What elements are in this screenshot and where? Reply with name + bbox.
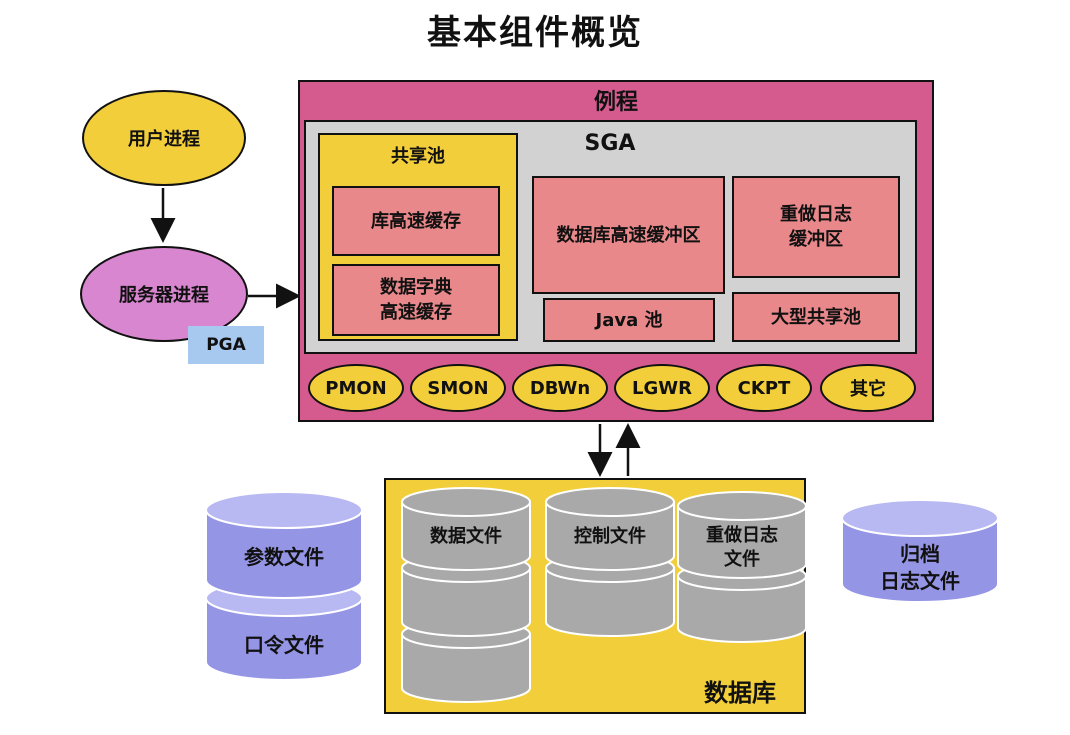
process-lgwr: LGWR (614, 364, 710, 412)
process-other: 其它 (820, 364, 916, 412)
pga-label: PGA (206, 335, 246, 355)
archived-log-cylinder-body (841, 517, 999, 603)
control-file-cylinder-1-top (545, 487, 675, 517)
redo-log-files-cylinder-stack (677, 491, 807, 643)
user-process: 用户进程 (82, 90, 246, 186)
data-file-cylinder-1-top (401, 487, 531, 517)
shared-pool-label: 共享池 (391, 146, 445, 167)
data-files-label: 数据文件 (430, 526, 502, 547)
dictionary-cache-label-line1: 数据字典 (380, 277, 452, 298)
library-cache-label: 库高速缓存 (371, 210, 461, 232)
redo-log-files-label: 重做日志 文件 (678, 522, 806, 574)
process-smon-label: SMON (427, 377, 489, 399)
process-other-label: 其它 (850, 379, 886, 400)
redo-log-buffer-label-line2: 缓冲区 (789, 229, 843, 250)
parameter-file-label: 参数文件 (244, 545, 324, 569)
control-file-cylinder-2 (545, 567, 675, 637)
server-process-label: 服务器进程 (119, 285, 209, 306)
dictionary-cache-label-line2: 高速缓存 (380, 302, 452, 323)
data-files-cylinder-stack (401, 487, 531, 703)
large-pool-box: 大型共享池 (732, 292, 900, 342)
java-pool-box: Java 池 (543, 298, 715, 342)
parameter-file-cylinder-top (205, 491, 363, 529)
process-pmon: PMON (308, 364, 404, 412)
instance-label: 例程 (593, 90, 638, 115)
process-smon: SMON (410, 364, 506, 412)
user-process-label: 用户进程 (128, 129, 200, 150)
redo-log-buffer-box: 重做日志 缓冲区 (732, 176, 900, 278)
library-cache-box: 库高速缓存 (332, 186, 500, 256)
param-password-cylinder-stack (205, 491, 363, 681)
process-lgwr-label: LGWR (632, 377, 692, 399)
archived-log-cylinder (841, 499, 999, 603)
data-file-cylinder-3 (401, 633, 531, 703)
archived-log-files-label-line1: 归档 (900, 542, 940, 566)
server-process: 服务器进程 (80, 246, 248, 342)
archived-log-files-label-line2: 日志文件 (880, 569, 960, 593)
process-ckpt: CKPT (716, 364, 812, 412)
redo-log-file-cylinder-1-top (677, 491, 807, 521)
pga-box: PGA (188, 326, 264, 364)
large-pool-label: 大型共享池 (771, 306, 861, 328)
redo-log-buffer-label-line1: 重做日志 (780, 204, 852, 225)
password-file-cylinder (205, 597, 363, 681)
redo-log-files-label-line1: 重做日志 (706, 525, 778, 546)
process-dbwn: DBWn (512, 364, 608, 412)
control-file-cylinder-1 (545, 501, 675, 571)
page-title: 基本组件概览 (427, 12, 643, 53)
redo-log-file-cylinder-1 (677, 505, 807, 579)
control-files-cylinder-stack (545, 487, 675, 637)
parameter-file-cylinder (205, 509, 363, 599)
sga-label: SGA (584, 130, 636, 156)
control-files-label: 控制文件 (574, 526, 646, 547)
java-pool-label: Java 池 (595, 309, 663, 331)
archived-log-cylinder-top (841, 499, 999, 537)
dictionary-cache-box: 数据字典 高速缓存 (332, 264, 500, 336)
database-label: 数据库 (704, 678, 776, 707)
db-buffer-cache-label: 数据库高速缓冲区 (556, 224, 701, 246)
data-file-cylinder-1 (401, 501, 531, 571)
redo-log-file-cylinder-2 (677, 575, 807, 643)
process-pmon-label: PMON (325, 377, 387, 399)
process-dbwn-label: DBWn (529, 377, 591, 399)
password-file-label: 口令文件 (244, 633, 324, 657)
data-file-cylinder-2 (401, 567, 531, 637)
process-ckpt-label: CKPT (737, 377, 791, 399)
redo-log-files-label-line2: 文件 (724, 549, 760, 570)
archived-log-files-label: 归档 日志文件 (842, 540, 998, 596)
db-buffer-cache-box: 数据库高速缓冲区 (532, 176, 725, 294)
